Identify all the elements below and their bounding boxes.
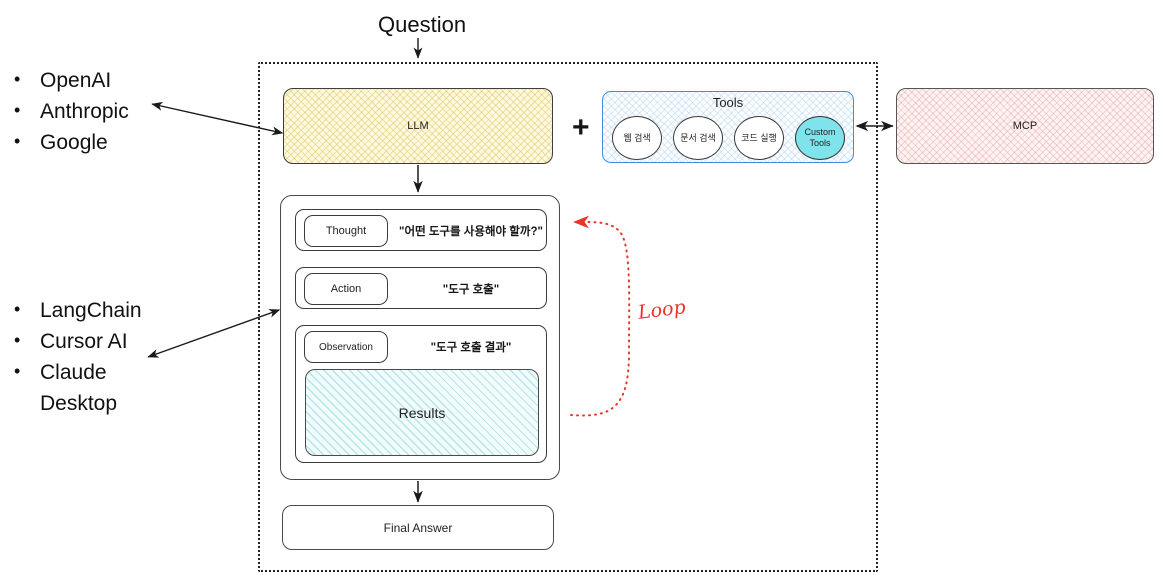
- final-answer-label: Final Answer: [383, 520, 453, 535]
- action-chip-label: Action: [330, 283, 362, 295]
- observation-quote: "도구 호출 결과": [430, 342, 512, 354]
- tool-code-execution[interactable]: 코드 실행: [734, 116, 784, 160]
- llm-label: LLM: [407, 120, 429, 132]
- list-item: Claude: [8, 356, 142, 388]
- tool-label: 코드 실행: [741, 132, 777, 143]
- action-chip: Action: [304, 273, 388, 305]
- react-row-observation[interactable]: Observation "도구 호출 결과" Results: [291, 321, 547, 463]
- action-quote: "도구 호출": [442, 284, 500, 296]
- tool-document-search[interactable]: 문서 검색: [673, 116, 723, 160]
- react-loop-container: Thought "어떤 도구를 사용해야 할까?" Action "도구 호출"…: [280, 195, 560, 480]
- plus-icon: +: [572, 111, 590, 144]
- mcp-node[interactable]: MCP: [896, 88, 1154, 164]
- llm-node[interactable]: LLM: [283, 88, 553, 164]
- react-row-thought[interactable]: Thought "어떤 도구를 사용해야 할까?": [291, 205, 547, 251]
- mcp-label: MCP: [1012, 120, 1038, 132]
- results-node[interactable]: Results: [305, 369, 539, 456]
- observation-chip: Observation: [304, 331, 388, 363]
- list-item: OpenAI: [8, 64, 129, 96]
- tool-label-line1: Custom: [804, 127, 836, 137]
- list-item: Cursor AI: [8, 325, 142, 357]
- tool-label: 문서 검색: [680, 132, 716, 143]
- agent-framework-list: LangChain Cursor AI Claude Desktop: [8, 294, 142, 419]
- list-item: Anthropic: [8, 95, 129, 127]
- observation-chip-label: Observation: [319, 341, 373, 353]
- tool-label-wrapped: Custom Tools: [804, 127, 835, 149]
- tools-title: Tools: [712, 95, 744, 110]
- question-label: Question: [378, 12, 467, 37]
- model-provider-list: OpenAI Anthropic Google: [8, 64, 129, 158]
- tool-custom-tools[interactable]: Custom Tools: [795, 116, 845, 160]
- thought-quote: "어떤 도구를 사용해야 할까?": [399, 226, 543, 238]
- thought-chip-label: Thought: [325, 225, 367, 237]
- results-label: Results: [398, 404, 446, 421]
- list-item: Desktop: [40, 392, 118, 415]
- final-answer-node[interactable]: Final Answer: [282, 505, 554, 550]
- tool-web-search[interactable]: 웹 검색: [612, 116, 662, 160]
- list-item: LangChain: [8, 294, 142, 326]
- thought-chip: Thought: [304, 215, 388, 247]
- tool-label: 웹 검색: [623, 132, 651, 143]
- tools-panel: Tools 웹 검색 문서 검색 코드 실행 Custom Tools: [602, 91, 854, 163]
- react-row-action[interactable]: Action "도구 호출": [291, 263, 547, 309]
- tool-label-line2: Tools: [809, 138, 831, 148]
- list-item: Google: [8, 126, 129, 158]
